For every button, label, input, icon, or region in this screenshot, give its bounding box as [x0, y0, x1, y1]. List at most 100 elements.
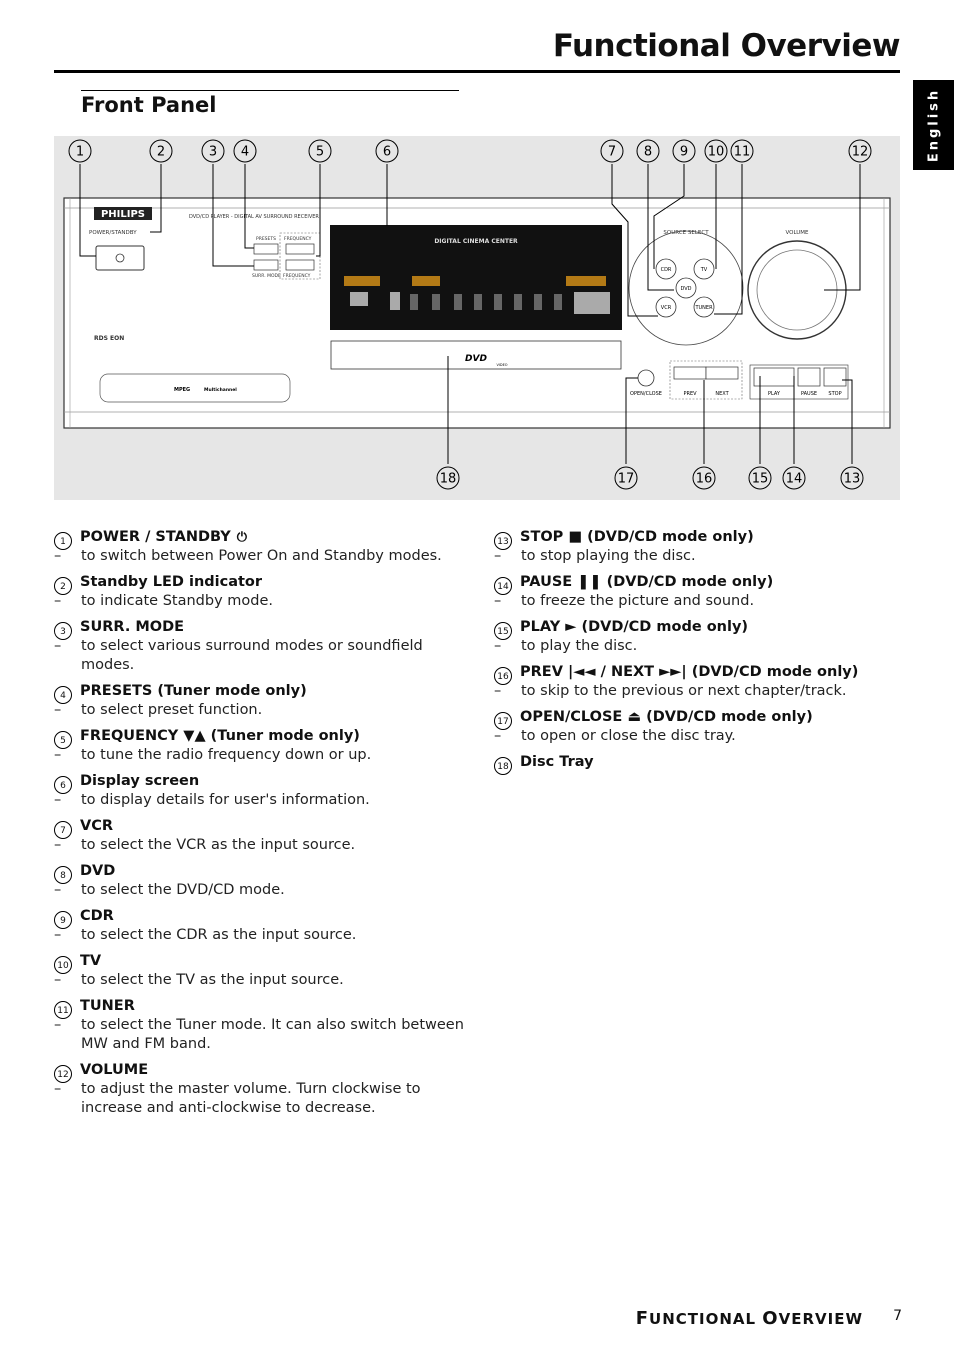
feature-description: – to select the CDR as the input source.: [54, 926, 464, 945]
feature-heading: 14 PAUSE ❚❚ (DVD/CD mode only): [494, 573, 904, 595]
feature-description: –to skip to the previous or next chapter…: [494, 682, 904, 701]
brand-logo-bg: [94, 207, 152, 220]
pause-button[interactable]: [797, 367, 821, 387]
display-digits: [410, 294, 562, 310]
svg-text:10: 10: [708, 145, 725, 160]
callout-15: 15: [748, 466, 772, 490]
feature-title: PRESETS (Tuner mode only): [80, 683, 307, 699]
dash-bullet: –: [54, 702, 62, 718]
callout-4: 4: [233, 139, 257, 163]
dash-bullet: –: [54, 927, 62, 943]
feature-description: –to select the VCR as the input source.: [54, 836, 464, 855]
svg-text:7: 7: [608, 145, 616, 160]
frequency-label: FREQUENCY: [284, 236, 312, 242]
source-select-label: SOURCE SELECT: [663, 230, 709, 236]
feature-title: CDR: [80, 908, 114, 924]
feature-item: 17 OPEN/CLOSE ⏏ (DVD/CD mode only) –to ope…: [494, 708, 904, 746]
svg-text:5: 5: [316, 145, 324, 160]
svg-text:8: 8: [644, 145, 652, 160]
frequency-up-button[interactable]: [285, 259, 315, 271]
dvd-logo: DVD: [465, 354, 487, 364]
callout-leaders: [79, 164, 861, 464]
feature-description: –to select various surround modes or sou…: [54, 637, 464, 675]
multichannel-logo: Multichannel: [204, 387, 237, 393]
disc-tray[interactable]: [330, 340, 622, 370]
feature-title: POWER / STANDBY: [80, 529, 231, 545]
language-tab-label: English: [926, 87, 941, 163]
feature-number: 17: [494, 712, 512, 730]
presets-button[interactable]: [253, 243, 279, 255]
surr-mode-button[interactable]: [253, 259, 279, 271]
callout-5: 5: [308, 139, 332, 163]
description-text: to tune the radio frequency down or up.: [81, 747, 372, 763]
display-soundfield-indicator: [566, 276, 606, 286]
feature-description: –to tune the radio frequency down or up.: [54, 746, 464, 765]
description-text: to select the VCR as the input source.: [81, 837, 356, 853]
footer-initial-2: O: [762, 1308, 779, 1329]
pause-label: PAUSE: [801, 391, 817, 397]
feature-description: –to indicate Standby mode.: [54, 592, 464, 611]
display-segments: [350, 292, 610, 314]
cdr-button[interactable]: [655, 258, 677, 280]
tuner-button[interactable]: [693, 296, 715, 318]
dvd-label: DVD: [680, 286, 691, 292]
source-select-ring: [628, 230, 744, 346]
svg-text:12: 12: [852, 145, 869, 160]
logo-strip: [99, 373, 291, 403]
description-text: to freeze the picture and sound.: [521, 593, 755, 609]
power-button[interactable]: [95, 245, 145, 271]
feature-description: –to select the Tuner mode. It can also s…: [54, 1016, 464, 1054]
prev-label: PREV: [683, 391, 697, 397]
footer-part1: UNCTIONAL: [649, 1310, 763, 1328]
vcr-button[interactable]: [655, 296, 677, 318]
feature-number: 13: [494, 532, 512, 550]
feature-title: PAUSE ❚❚ (DVD/CD mode only): [520, 574, 774, 590]
svg-text:3: 3: [209, 145, 217, 160]
description-text: to select the Tuner mode. It can also sw…: [81, 1017, 464, 1052]
feature-number: 16: [494, 667, 512, 685]
display-title: DIGITAL CINEMA CENTER: [434, 238, 518, 245]
description-text: to skip to the previous or next chapter/…: [521, 683, 847, 699]
feature-description: –to open or close the disc tray.: [494, 727, 904, 746]
svg-text:1: 1: [76, 145, 84, 160]
feature-number: 7: [54, 821, 72, 839]
dash-bullet: –: [54, 593, 62, 609]
title-rule: [54, 70, 900, 73]
brand-logo: PHILIPS: [101, 209, 145, 220]
description-text: to select the DVD/CD mode.: [81, 882, 285, 898]
next-label: NEXT: [715, 391, 729, 397]
dvd-button[interactable]: [675, 277, 697, 299]
feature-number: 9: [54, 911, 72, 929]
subtitle-rule: [81, 90, 459, 91]
description-text: to select the TV as the input source.: [81, 972, 344, 988]
feature-description: –to switch between Power On and Standby …: [54, 547, 464, 566]
tv-button[interactable]: [693, 258, 715, 280]
next-button[interactable]: [705, 366, 739, 380]
stop-button[interactable]: [823, 367, 847, 387]
dash-bullet: –: [54, 882, 62, 898]
description-text: to open or close the disc tray.: [521, 728, 736, 744]
feature-description: –to freeze the picture and sound.: [494, 592, 904, 611]
feature-number: 8: [54, 866, 72, 884]
frequency-down-button[interactable]: [285, 243, 315, 255]
page-number: 7: [893, 1308, 902, 1324]
feature-number: 14: [494, 577, 512, 595]
page-title: Functional Overview: [552, 28, 901, 64]
feature-title: STOP ■ (DVD/CD mode only): [520, 529, 754, 545]
callout-12: 12: [848, 139, 872, 163]
rds-logo: RDS EON: [94, 335, 124, 342]
description-text: to select the CDR as the input source.: [81, 927, 357, 943]
feature-title: OPEN/CLOSE ⏏ (DVD/CD mode only): [520, 709, 813, 725]
